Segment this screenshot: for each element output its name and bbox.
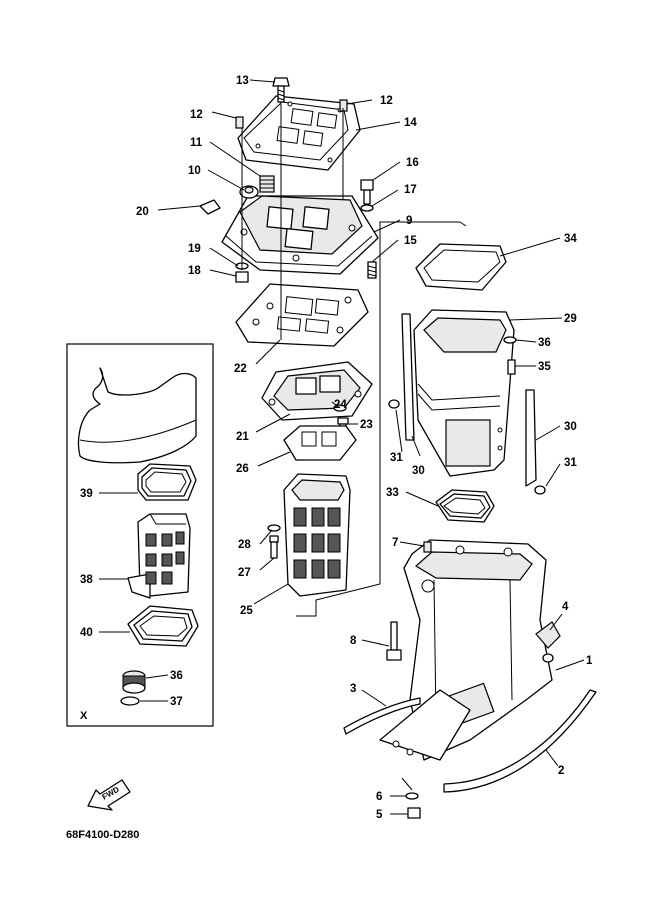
callout-38: 38 <box>80 574 93 586</box>
callout-8: 8 <box>350 635 357 647</box>
callout-28: 28 <box>238 539 251 551</box>
part-30-gasket-left <box>401 313 415 441</box>
part-5-nut <box>407 807 421 819</box>
callout-5: 5 <box>376 809 383 821</box>
callout-27: 27 <box>238 567 251 579</box>
callout-25: 25 <box>240 605 253 617</box>
callout-22: 22 <box>234 363 247 375</box>
part-33-gasket <box>415 243 507 291</box>
callout-24: 24 <box>334 399 347 411</box>
callout-31-right: 31 <box>564 457 577 469</box>
inset-casing-outline <box>77 367 197 464</box>
callout-2: 2 <box>558 765 564 777</box>
callout-11: 11 <box>190 137 203 149</box>
part-1-upper-casing <box>379 539 553 761</box>
callout-37: 37 <box>170 696 183 708</box>
part-34-bolt <box>507 359 516 375</box>
part-9-exhaust-guide <box>221 195 379 275</box>
callout-6: 6 <box>376 791 382 803</box>
callout-23: 23 <box>360 419 373 431</box>
part-31-oring-left <box>388 399 400 409</box>
callout-9: 9 <box>406 215 412 227</box>
part-12-dowel-pin-left <box>235 116 244 129</box>
part-17-washer <box>360 204 374 212</box>
part-4-clip <box>535 621 561 649</box>
part-25-muffler <box>283 473 351 597</box>
callout-15: 15 <box>404 235 417 247</box>
callout-14: 13 <box>236 75 249 87</box>
diagram-reference-code: 68F4100-D280 <box>66 829 139 841</box>
callout-32: 33 <box>386 487 399 499</box>
detail-inset-label: X <box>80 710 88 722</box>
part-11-fitting <box>259 175 275 193</box>
fwd-arrow-icon: FWD <box>87 779 131 811</box>
part-22-gasket <box>235 283 369 347</box>
part-32-seal <box>435 489 495 523</box>
callout-7: 7 <box>392 537 398 549</box>
part-30-gasket-right <box>525 389 537 487</box>
callout-12-left: 12 <box>190 109 203 121</box>
part-16-bolt <box>360 179 374 205</box>
part-6-washer <box>405 792 419 800</box>
callout-4: 4 <box>562 601 569 613</box>
part-7-dowel-pin <box>423 541 432 553</box>
callout-31-left: 31 <box>390 452 403 464</box>
callout-17: 17 <box>404 184 417 196</box>
part-20-elbow <box>199 199 221 215</box>
part-15-bolt <box>367 261 377 279</box>
part-28-washer <box>267 524 281 532</box>
part-35-washer <box>503 336 517 344</box>
part-2-seal-strip <box>443 689 597 793</box>
part-8-bolt <box>386 621 402 661</box>
callout-1: 1 <box>586 655 593 667</box>
part-37-circlip <box>120 696 140 706</box>
callout-21: 21 <box>236 431 249 443</box>
part-40-gasket <box>127 605 199 647</box>
callout-35: 36 <box>538 337 551 349</box>
part-29-oil-pan <box>413 309 515 477</box>
callout-34: 35 <box>538 361 551 373</box>
callout-30-right: 30 <box>564 421 577 433</box>
callout-26: 26 <box>236 463 249 475</box>
part-36-damper <box>122 670 146 694</box>
callout-20: 20 <box>136 206 149 218</box>
part-27-bolt <box>269 535 279 559</box>
callout-13: 14 <box>404 117 417 129</box>
part-21-exhaust-manifold <box>261 361 373 421</box>
callout-29: 29 <box>564 313 577 325</box>
callout-12-right: 12 <box>380 95 393 107</box>
detail-inset: X <box>66 343 214 727</box>
part-39-seal <box>137 463 197 501</box>
part-26-gasket <box>283 425 357 461</box>
part-31-oring-right <box>534 485 546 495</box>
callout-30-left: 30 <box>412 465 425 477</box>
callout-40: 40 <box>80 627 93 639</box>
callout-19: 19 <box>188 243 201 255</box>
part-38-muffler <box>127 513 191 599</box>
part-14-bolt <box>272 77 290 103</box>
callout-16: 16 <box>406 157 419 169</box>
callout-33: 34 <box>564 233 577 245</box>
callout-10: 10 <box>188 165 201 177</box>
callout-39: 39 <box>80 488 93 500</box>
callout-18: 18 <box>188 265 201 277</box>
callout-3: 3 <box>350 683 356 695</box>
part-18-nut <box>235 271 249 283</box>
part-3-rubber-strip <box>343 697 421 735</box>
detail-inset-frame <box>66 343 214 727</box>
callout-36: 36 <box>170 670 183 682</box>
